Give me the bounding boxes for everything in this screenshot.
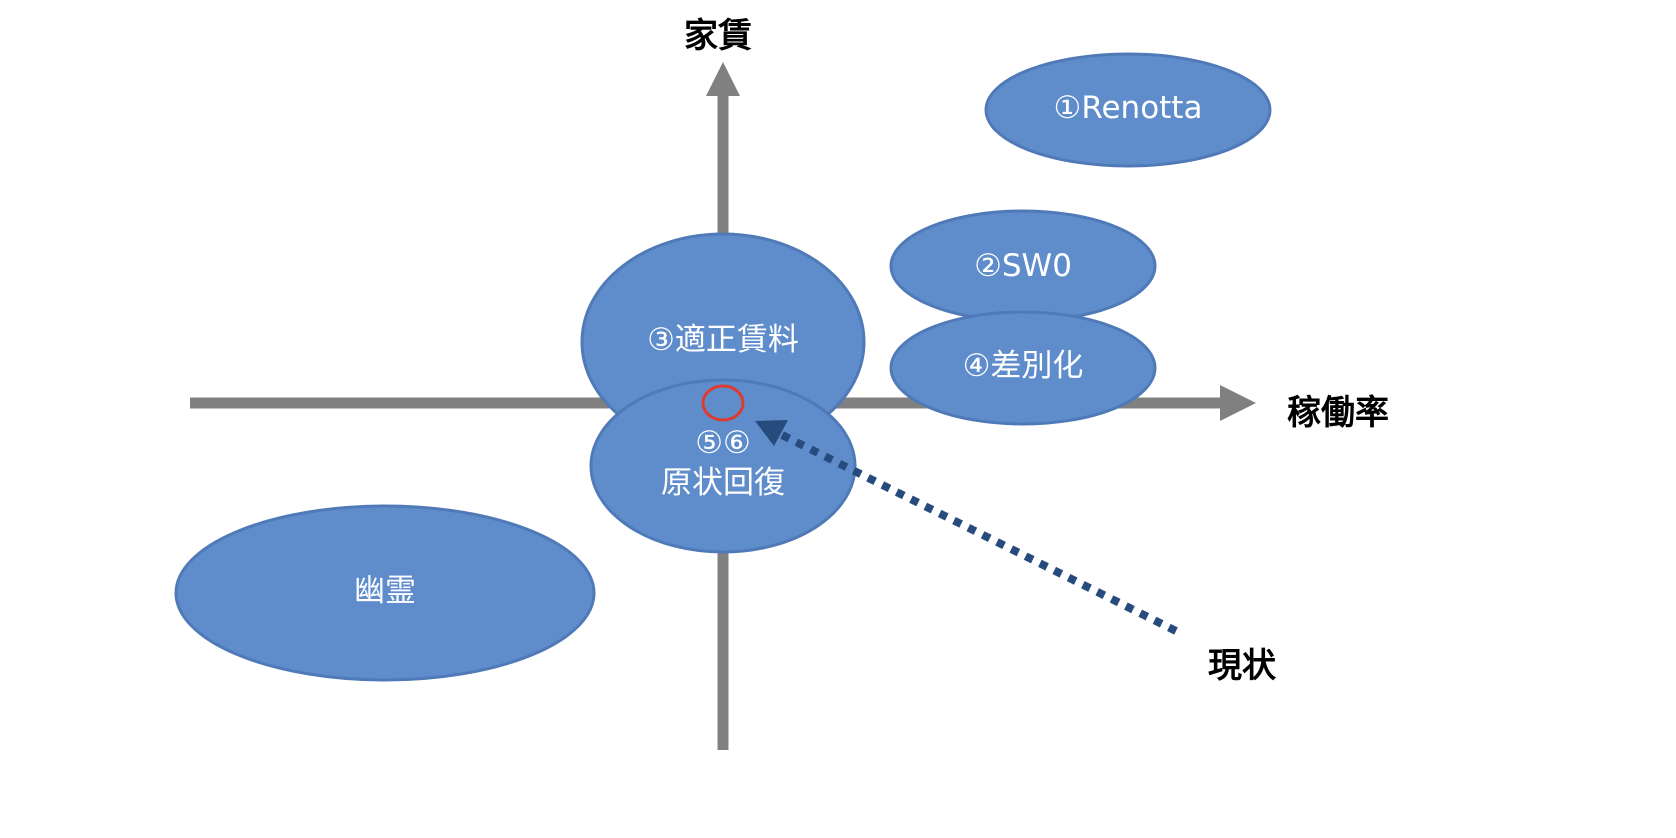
bubble-label-fair-rent: ③適正賃料 [647,320,799,360]
bubble-text: ⑤⑥ [695,425,751,461]
bubble-text: ①Renotta [1053,90,1203,126]
bubble-text: 原状回復 [661,465,785,501]
bubble-label-sw0: ②SW0 [974,246,1072,286]
x-axis-label: 稼働率 [1287,393,1389,433]
current-position-marker-icon [701,384,745,422]
bubble-text: ③適正賃料 [647,322,799,358]
bubble-restoration [589,378,857,554]
current-state-dotted-arrow [776,429,1178,635]
x-axis-arrowhead-icon [1220,385,1256,421]
current-state-arrowhead-icon [755,420,788,446]
bubble-differentiation [889,310,1157,426]
bubble-label-differentiation: ④差別化 [963,346,1084,386]
bubble-label-ghost: 幽霊 [354,571,416,611]
bubble-text: 幽霊 [354,573,416,609]
bubble-renotta [984,52,1272,168]
bubble-text: ②SW0 [974,248,1072,284]
y-axis-arrowhead-icon [706,62,740,96]
bubble-label-restoration: ⑤⑥ 原状回復 [661,423,785,503]
bubble-label-renotta: ①Renotta [1054,88,1203,128]
current-state-label: 現状 [1208,646,1276,686]
bubble-ghost [174,504,596,682]
y-axis-label: 家賃 [684,16,752,56]
bubble-text: ④差別化 [962,348,1084,384]
